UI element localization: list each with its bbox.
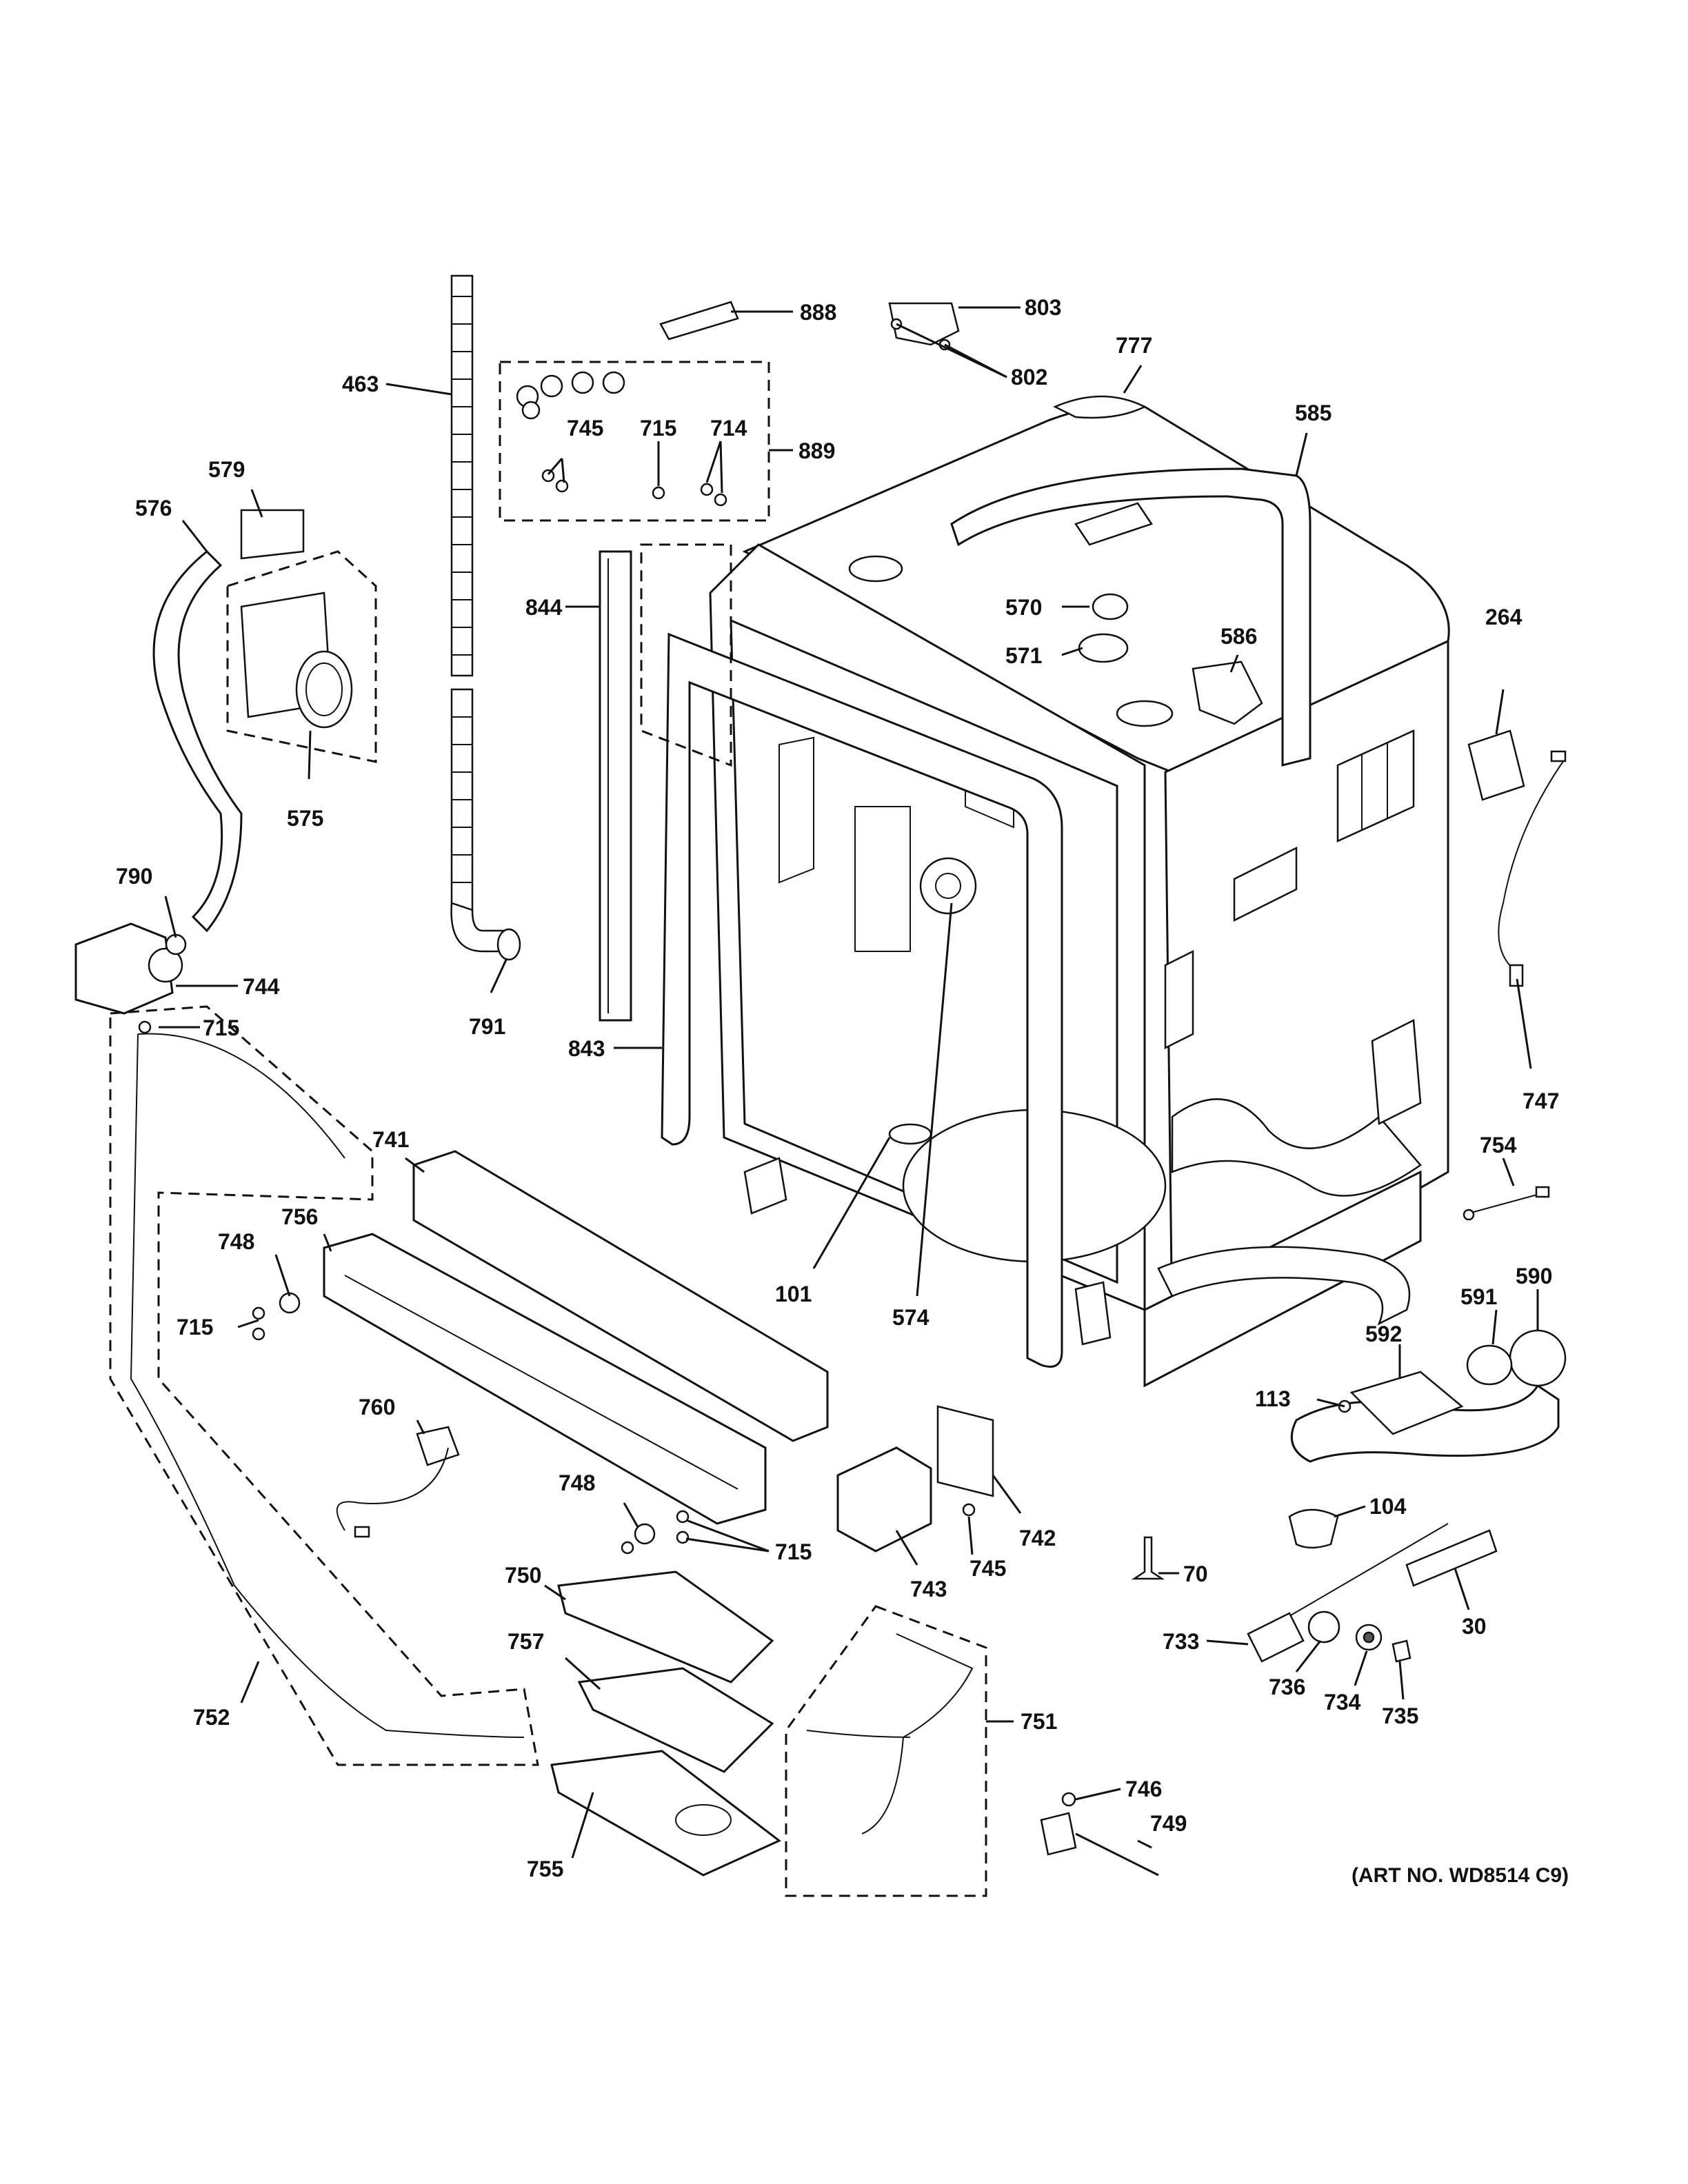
bracket-888 [659,301,739,341]
callout-264: 264 [1485,605,1523,629]
callout-746: 746 [1125,1777,1162,1801]
callout-101: 101 [775,1282,812,1306]
top-gasket [950,467,1312,767]
callout-463: 463 [342,372,379,396]
bracket-742 [936,1405,994,1497]
callout-803: 803 [1025,295,1061,320]
callout-734: 734 [1324,1690,1361,1715]
callout-571: 571 [1005,643,1042,668]
fill-cup [1078,593,1129,663]
inlet-hose [152,549,243,933]
leader-lines [159,306,1539,1859]
control-board-750 [557,1570,774,1684]
filter-104 [1288,1508,1339,1549]
callout-736: 736 [1269,1675,1305,1699]
harness-751-box [785,1605,987,1897]
sensor-760 [416,1426,460,1466]
tray-755 [550,1750,781,1877]
kit-889-box [499,361,770,522]
spray-hub [919,857,977,915]
callout-744: 744 [243,974,280,999]
harness-752 [130,1033,525,1738]
callout-751: 751 [1021,1709,1057,1734]
seal-ring-575 [295,650,353,729]
plate-592 [1349,1371,1464,1435]
callout-30: 30 [1462,1614,1487,1639]
vent-hole-left [848,555,903,583]
switch-803 [888,302,960,346]
drain-pump [74,922,174,1015]
callout-715-pump: 715 [203,1015,239,1040]
callout-750: 750 [505,1563,541,1588]
callout-714: 714 [710,416,747,441]
kit-889-parts [516,371,727,507]
door-gasket [661,632,1063,1368]
callout-747: 747 [1523,1089,1559,1113]
sensor-749 [1040,1812,1077,1856]
callout-754: 754 [1480,1133,1517,1157]
callout-576: 576 [135,496,172,520]
harness-751 [806,1633,974,1834]
hose-clamp-791 [496,928,521,961]
callout-715-lower: 715 [775,1539,812,1564]
callout-113: 113 [1255,1386,1291,1411]
callout-715-left: 715 [177,1315,213,1339]
harness-752-box [109,1005,539,1766]
callout-575: 575 [287,806,323,831]
callout-755: 755 [527,1857,563,1881]
callout-585: 585 [1295,401,1332,425]
module-743 [836,1446,932,1553]
callout-733: 733 [1163,1629,1199,1654]
callout-579: 579 [208,457,245,482]
callout-748-lower: 748 [559,1470,595,1495]
callout-741: 741 [372,1127,409,1152]
drain-hose [450,274,505,953]
callout-570: 570 [1005,595,1042,620]
callout-592: 592 [1365,1322,1402,1346]
vent-hole-right [1116,700,1174,727]
callout-745-lower: 745 [969,1556,1006,1581]
callout-777: 777 [1116,333,1152,358]
callout-742: 742 [1019,1526,1056,1550]
toe-kick-741 [412,1150,829,1442]
callout-735: 735 [1382,1703,1418,1728]
callout-791: 791 [469,1014,505,1039]
callout-844: 844 [525,595,563,620]
panel-756 [323,1233,767,1525]
art-number: (ART NO. WD8514 C9) [1352,1864,1569,1887]
sensor-264 [1467,729,1525,801]
callout-889: 889 [798,438,835,463]
callout-745: 745 [567,416,603,441]
callout-752: 752 [193,1705,230,1730]
spring-591 [1466,1344,1513,1386]
callout-790: 790 [116,864,152,889]
callout-749: 749 [1150,1811,1187,1836]
callout-843: 843 [568,1036,605,1061]
callout-760: 760 [359,1395,395,1419]
leg-70 [1131,1536,1165,1580]
callout-802: 802 [1011,365,1047,390]
callout-104: 104 [1369,1494,1407,1519]
callout-743: 743 [910,1577,947,1601]
vent-assembly [1192,660,1263,725]
callout-715: 715 [640,416,676,441]
callout-574: 574 [892,1305,930,1330]
callout-70: 70 [1183,1561,1208,1586]
frame-757 [577,1667,774,1773]
tub-assembly [709,395,1450,1388]
bracket-579 [240,509,305,560]
trim-strip [599,550,632,1022]
callout-757: 757 [508,1629,544,1654]
callout-586: 586 [1220,624,1257,649]
callout-748: 748 [218,1229,254,1254]
callout-591: 591 [1460,1284,1497,1309]
callout-756: 756 [281,1204,318,1229]
door-spring-assembly [1247,1523,1498,1663]
callout-590: 590 [1516,1264,1552,1288]
kit-575-box [226,550,377,763]
callout-888: 888 [800,300,836,325]
